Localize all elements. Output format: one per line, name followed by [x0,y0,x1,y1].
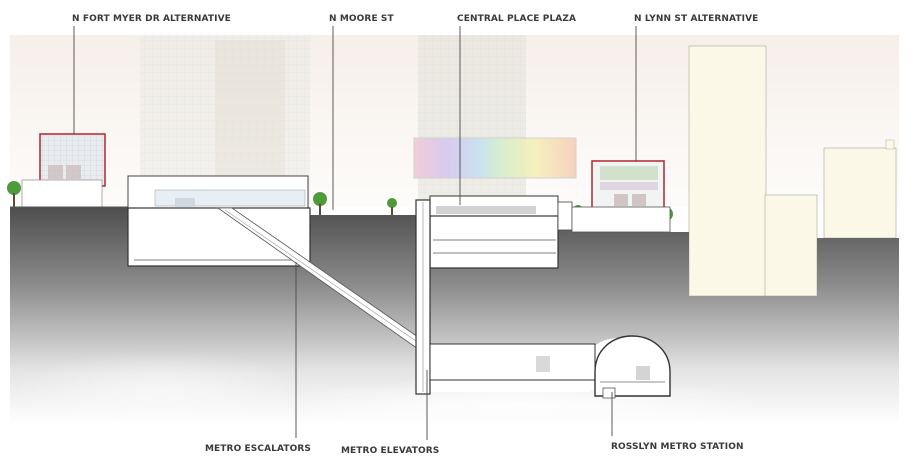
fort-myer-label: N FORT MYER DR ALTERNATIVE [72,14,231,24]
mid-building-right [764,194,818,297]
moore-st-label: N MOORE ST [329,14,394,24]
escalator-mezzanine [127,207,311,267]
lynn-st-label: N LYNN ST ALTERNATIVE [634,14,759,24]
metro-escalators-label: METRO ESCALATORS [205,444,311,454]
central-plaza-label: CENTRAL PLACE PLAZA [457,14,577,24]
far-building-right [823,147,897,239]
rosslyn-station-label: ROSSLYN METRO STATION [611,442,744,452]
rainbow-glass-band [413,137,577,179]
metro-elevators-label: METRO ELEVATORS [341,446,440,456]
tall-building-right [688,45,767,297]
lower-concourse [429,343,596,381]
background-tower-center [418,35,526,207]
leader-lines [73,26,637,440]
central-plaza-underground [429,215,559,269]
low-building-left [21,179,103,208]
tree-moore [313,192,397,215]
rosslyn-metro-vault [594,335,671,397]
tree-left [7,181,21,207]
